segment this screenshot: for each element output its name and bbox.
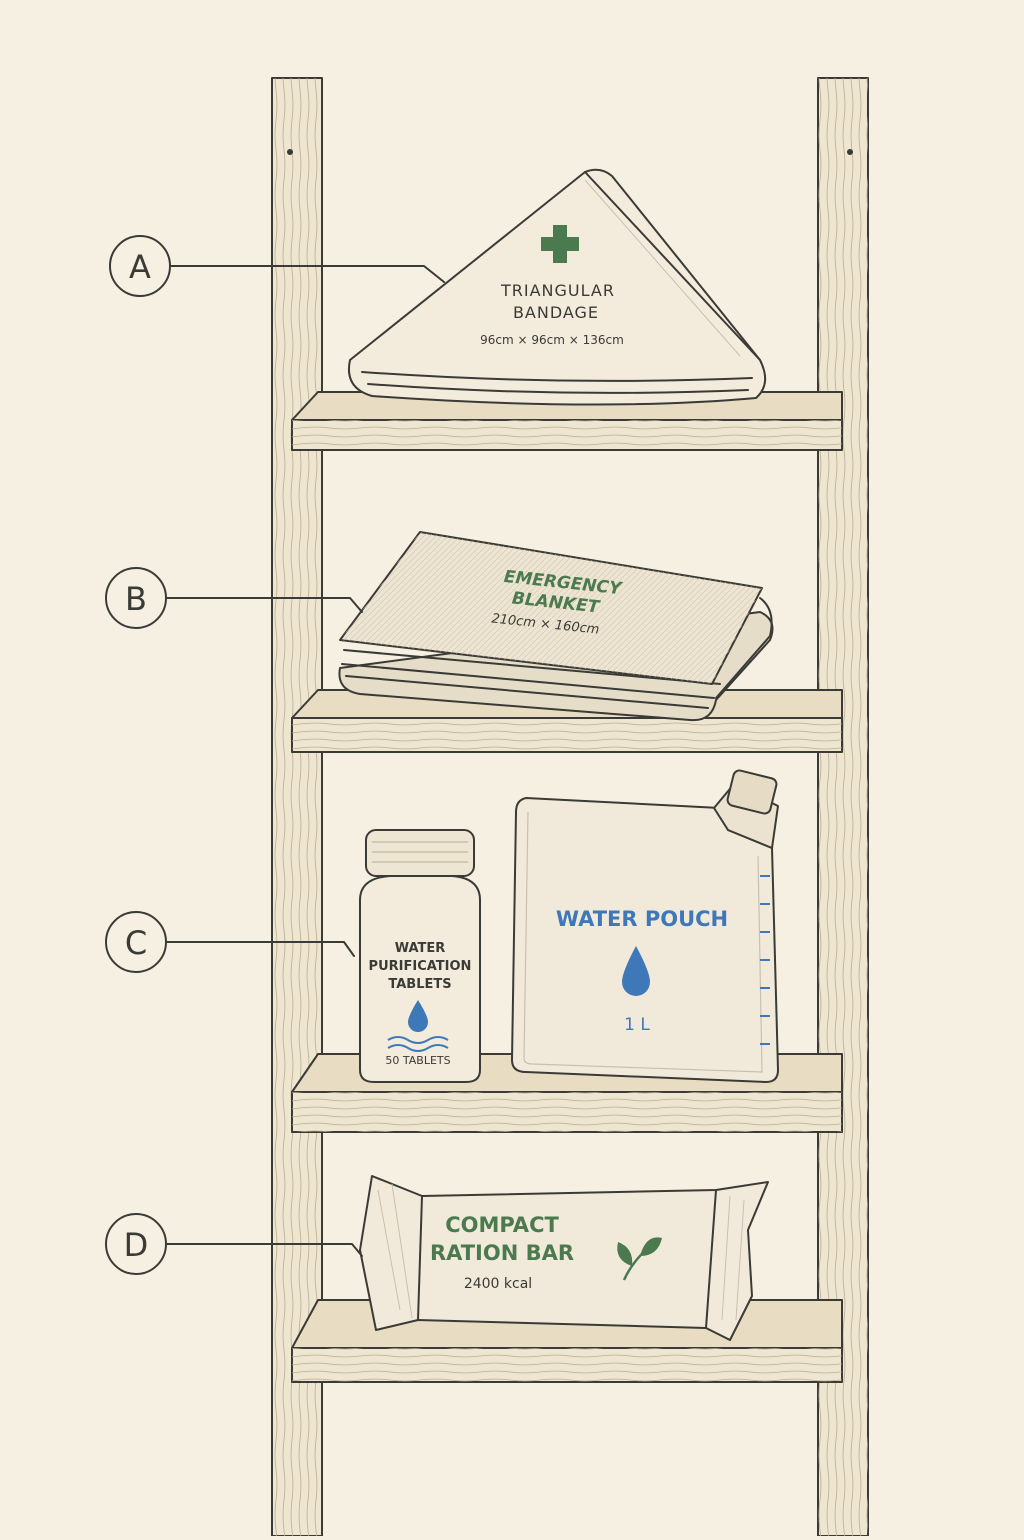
item-purification-tablets: WATER PURIFICATION TABLETS 50 TABLETS — [359, 829, 481, 1083]
letter-circle-icon — [105, 567, 167, 629]
pouch-volume: 1 L — [624, 1015, 650, 1035]
item-emergency-blanket: EMERGENCY BLANKET 210cm × 160cm — [338, 531, 774, 722]
shelf-1 — [291, 391, 843, 451]
tablets-label-line2: PURIFICATION — [369, 959, 472, 974]
marker-b-letter: B — [125, 580, 147, 618]
pouch-cap — [726, 769, 778, 815]
bandage-label-line1: TRIANGULAR — [500, 281, 615, 300]
water-drop-icon — [408, 1000, 428, 1032]
pouch-drop-icon — [622, 946, 650, 996]
tablets-label-line3: TABLETS — [388, 977, 451, 992]
marker-c-letter: C — [125, 924, 147, 962]
ration-energy: 2400 kcal — [464, 1276, 532, 1292]
letter-circle-icon — [105, 1213, 167, 1275]
ration-label-line1: COMPACT — [445, 1213, 559, 1237]
marker-a: A — [109, 235, 171, 297]
leader-lines — [165, 265, 445, 1257]
bandage-label-line2: BANDAGE — [513, 303, 599, 322]
marker-d-letter: D — [124, 1226, 149, 1264]
item-triangular-bandage: TRIANGULAR BANDAGE 96cm × 96cm × 136cm — [348, 168, 767, 406]
pouch-title: WATER POUCH — [556, 907, 728, 931]
marker-c: C — [105, 911, 167, 973]
tablets-label-line1: WATER — [395, 941, 446, 956]
ration-label-line2: RATION BAR — [430, 1241, 574, 1265]
item-ration-bar: COMPACT RATION BAR 2400 kcal — [359, 1175, 769, 1341]
water-waves-icon — [387, 1036, 449, 1052]
marker-a-letter: A — [129, 248, 151, 286]
leaf-icon — [617, 1237, 662, 1281]
marker-b: B — [105, 567, 167, 629]
item-water-pouch: WATER POUCH 1 L — [511, 769, 779, 1083]
bandage-size: 96cm × 96cm × 136cm — [480, 333, 624, 347]
green-cross-icon — [541, 225, 579, 263]
marker-d: D — [105, 1213, 167, 1275]
letter-circle-icon — [105, 911, 167, 973]
letter-circle-icon — [109, 235, 171, 297]
tablets-count: 50 TABLETS — [385, 1054, 450, 1067]
